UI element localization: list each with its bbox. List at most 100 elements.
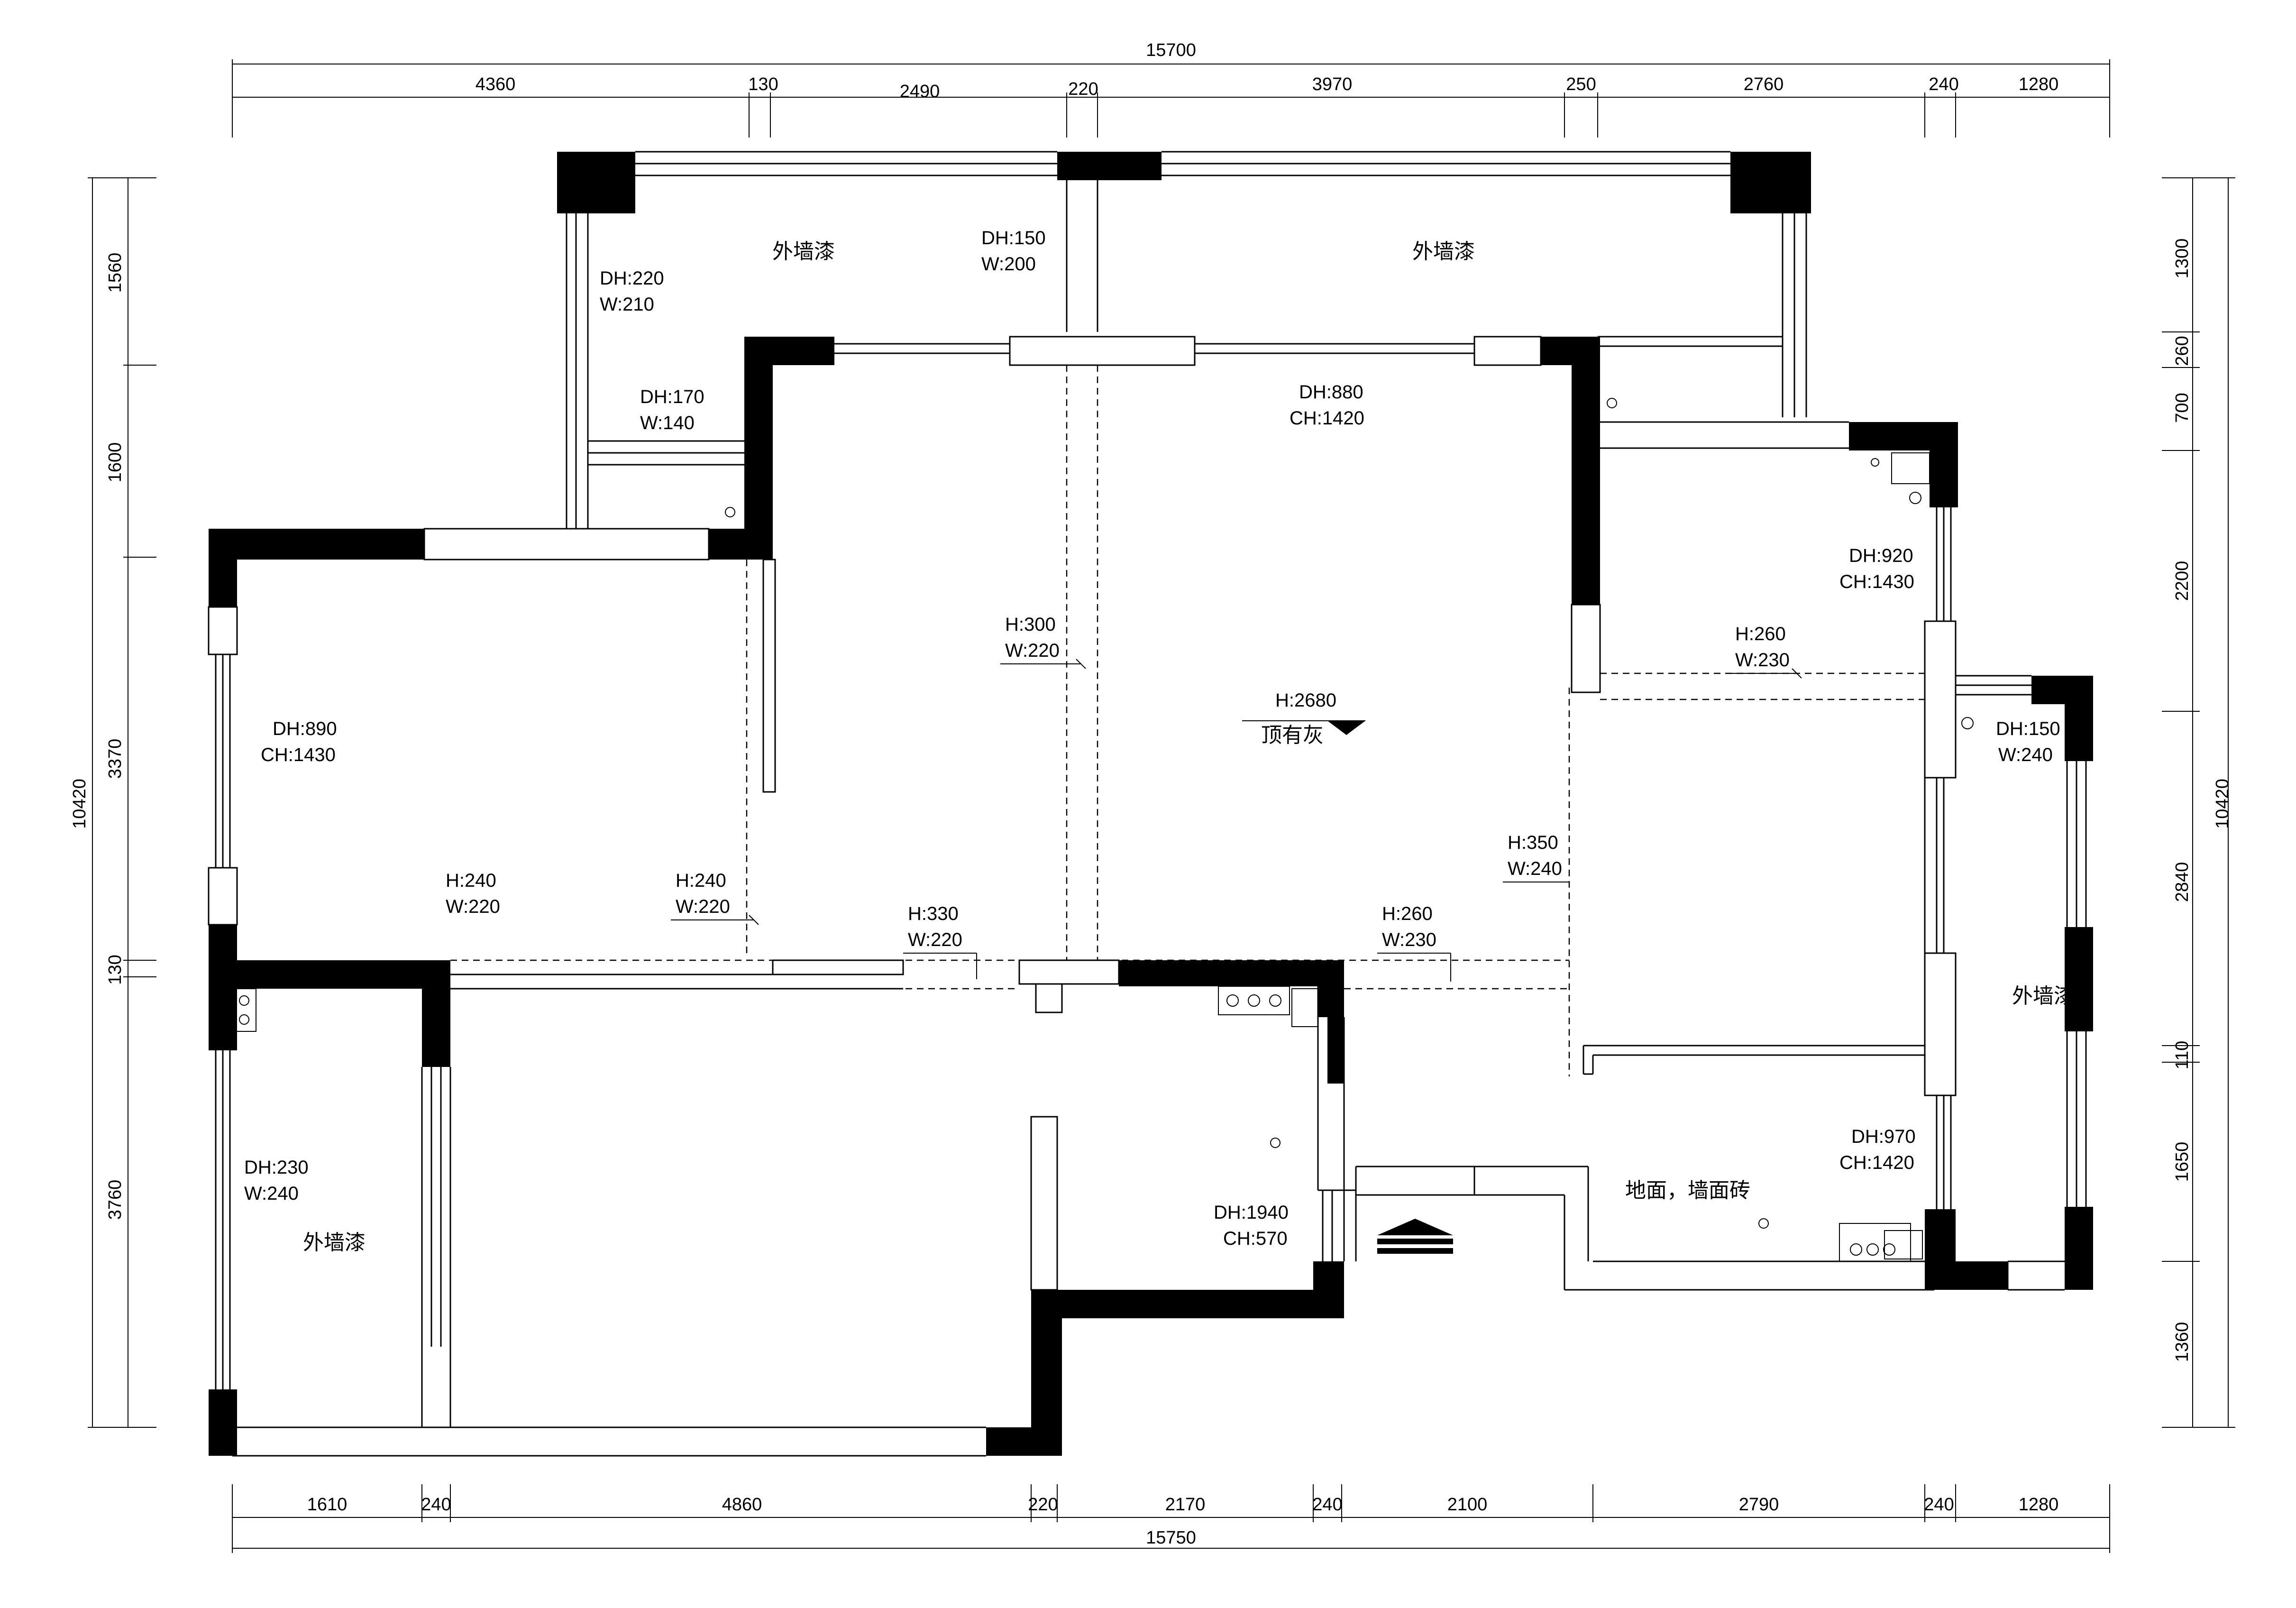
annotation: DH:920	[1849, 545, 1913, 566]
annotation: W:230	[1735, 650, 1790, 671]
annotation-leaders	[671, 659, 1802, 982]
ceiling-gray-label: 顶有灰	[1261, 724, 1324, 747]
dim-left-3: 3370	[105, 739, 125, 779]
dim-right-4: 2200	[2172, 561, 2192, 601]
annotation: DH:150	[981, 228, 1046, 248]
room-labels: 外墙漆 外墙漆 外墙漆 外墙漆 顶有灰 地面，墙面砖	[303, 240, 2075, 1254]
dim-right-1: 1300	[2172, 239, 2192, 279]
ceiling-level-marker-icon	[1327, 721, 1365, 735]
annotation: CH:1430	[261, 744, 336, 765]
room-annotations: DH:220 W:210 DH:150 W:200 DH:170 W:140 D…	[244, 228, 2060, 1249]
annotation: H:2680	[1275, 690, 1336, 711]
right-total-dimension: 10420	[2213, 779, 2232, 829]
wall-block	[1730, 152, 1811, 213]
annotation: W:220	[676, 896, 730, 917]
dim-right-8: 1360	[2172, 1322, 2192, 1362]
bottom-total-dimension: 15750	[1146, 1528, 1196, 1548]
exterior-paint-label: 外墙漆	[303, 1231, 366, 1254]
entrance-arrow-icon	[1377, 1219, 1453, 1254]
dim-left-5: 3760	[105, 1180, 125, 1220]
annotation: DH:170	[640, 386, 704, 407]
annotation: W:240	[1998, 744, 2053, 765]
exterior-paint-label: 外墙漆	[1412, 240, 1475, 263]
dim-bottom-7: 2100	[1447, 1495, 1488, 1515]
annotation: DH:230	[244, 1157, 309, 1178]
dim-top-2: 130	[748, 74, 778, 94]
exterior-paint-label: 外墙漆	[772, 240, 835, 263]
right-dimension-lines	[2162, 177, 2235, 1428]
annotation: CH:1420	[1290, 408, 1364, 429]
top-segment-dimensions: 4360 130 2490 220 3970 250 2760 240 1280	[476, 74, 2059, 101]
annotation: DH:150	[1996, 718, 2060, 739]
annotation: DH:1940	[1214, 1202, 1289, 1223]
dim-right-5: 2840	[2172, 862, 2192, 902]
dim-left-1: 1560	[105, 253, 125, 293]
dim-left-2: 1600	[105, 442, 125, 483]
dim-bottom-8: 2790	[1739, 1495, 1779, 1515]
top-total-dimension: 15700	[1146, 40, 1196, 60]
annotation: W:220	[446, 896, 500, 917]
bottom-segment-dimensions: 1610 240 4860 220 2170 240 2100 2790 240…	[307, 1495, 2059, 1515]
annotation: H:260	[1382, 903, 1433, 924]
annotation: W:210	[600, 294, 654, 315]
annotation: W:220	[1005, 640, 1060, 661]
bottom-dimension-lines	[232, 1484, 2110, 1553]
annotation: DH:220	[600, 268, 664, 289]
dim-bottom-6: 240	[1312, 1495, 1342, 1515]
dim-top-4: 220	[1068, 79, 1098, 99]
dim-top-7: 2760	[1744, 74, 1784, 94]
annotation: W:200	[981, 254, 1036, 275]
dim-bottom-1: 1610	[307, 1495, 348, 1515]
dim-bottom-10: 1280	[2019, 1495, 2059, 1515]
dim-top-1: 4360	[476, 74, 516, 94]
dim-top-6: 250	[1566, 74, 1596, 94]
exterior-walls	[208, 337, 2093, 1457]
dim-top-3: 2490	[900, 82, 940, 101]
top-balcony	[566, 151, 1807, 529]
annotation: W:240	[244, 1183, 299, 1204]
wall-block	[1057, 152, 1162, 180]
dim-top-5: 3970	[1312, 74, 1353, 94]
annotation: W:240	[1508, 858, 1562, 879]
annotation: DH:970	[1851, 1126, 1916, 1147]
left-total-dimension: 10420	[70, 779, 90, 829]
dim-top-9: 1280	[2019, 74, 2059, 94]
dim-right-2: 260	[2172, 336, 2192, 366]
annotation: DH:880	[1299, 382, 1363, 403]
dim-bottom-2: 240	[421, 1495, 451, 1515]
annotation: CH:570	[1223, 1228, 1288, 1249]
dim-bottom-3: 4860	[722, 1495, 762, 1515]
dim-top-8: 240	[1929, 74, 1958, 94]
dim-right-6: 110	[2172, 1041, 2192, 1070]
dim-left-4: 130	[105, 955, 125, 984]
annotation: H:240	[676, 870, 726, 891]
annotation: H:260	[1735, 624, 1786, 644]
top-dimension-lines	[232, 59, 2110, 138]
right-segment-dimensions: 1300 260 700 2200 2840 110 1650 1360	[2172, 239, 2192, 1362]
annotation: H:240	[446, 870, 496, 891]
left-segment-dimensions: 1560 1600 3370 130 3760	[105, 253, 125, 1220]
annotation: H:330	[908, 903, 959, 924]
annotation: W:140	[640, 413, 695, 433]
annotation: H:350	[1508, 832, 1558, 853]
annotation: CH:1420	[1839, 1152, 1914, 1173]
dim-bottom-9: 240	[1924, 1495, 1954, 1515]
window-sill	[1473, 336, 1542, 366]
annotation: W:220	[908, 929, 962, 950]
annotation: CH:1430	[1839, 571, 1914, 592]
window-sill	[1009, 336, 1196, 366]
dim-right-3: 700	[2172, 393, 2192, 423]
left-dimension-lines	[88, 177, 156, 1428]
annotation: DH:890	[273, 718, 337, 739]
dim-bottom-4: 220	[1028, 1495, 1058, 1515]
fixture-icons	[232, 398, 1974, 1262]
floor-wall-tile-label: 地面，墙面砖	[1625, 1179, 1750, 1202]
wall-block	[557, 152, 585, 213]
annotation: H:300	[1005, 614, 1056, 635]
exterior-paint-label: 外墙漆	[2012, 984, 2075, 1008]
dim-bottom-5: 2170	[1165, 1495, 1206, 1515]
annotation: W:230	[1382, 929, 1436, 950]
dim-right-7: 1650	[2172, 1142, 2192, 1182]
